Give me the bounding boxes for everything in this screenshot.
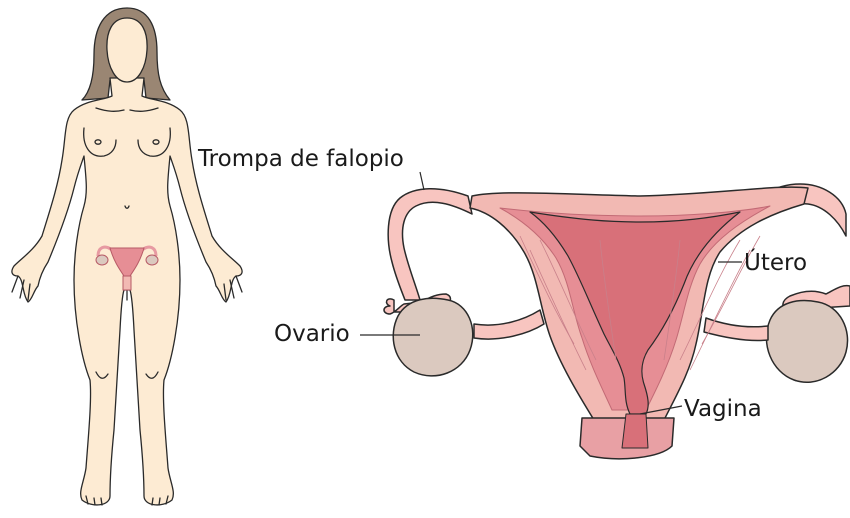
small-ovary-left [96, 255, 108, 265]
vaginal-canal [622, 414, 648, 448]
ovary-left [393, 298, 473, 376]
small-ovary-right [146, 255, 158, 265]
leader-fallopian-tube [420, 172, 424, 190]
face [107, 18, 147, 82]
labels: Trompa de falopio Útero Ovario Vagina [197, 146, 807, 422]
label-fallopian-tube: Trompa de falopio [197, 146, 404, 172]
fallopian-tube-left [388, 189, 472, 300]
ligament-left [474, 310, 544, 339]
label-uterus: Útero [744, 248, 807, 276]
label-vagina: Vagina [684, 396, 762, 422]
label-ovary: Ovario [274, 321, 350, 347]
uterus-diagram [384, 184, 850, 459]
small-vagina [123, 276, 131, 290]
ovary-right [766, 301, 847, 383]
